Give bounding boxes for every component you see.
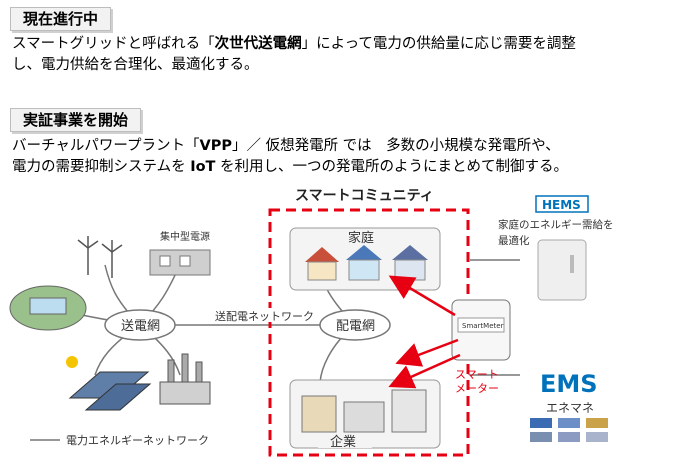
ems-logo: EMS	[540, 370, 598, 398]
legend-label: 電力エネルギーネットワーク	[66, 434, 209, 447]
hems-badge-label: HEMS	[542, 198, 581, 212]
control-arrows	[388, 275, 461, 389]
smart-community-label: スマートコミュニティ	[295, 188, 434, 204]
hems-desc-line2: 最適化	[498, 234, 530, 247]
enterprise-label: 企業	[330, 434, 356, 450]
paragraph-vpp: バーチャルパワープラント「VPP」／ 仮想発電所 では 多数の小規模な発電所や、…	[12, 138, 569, 175]
ems-badges-icon	[530, 418, 608, 442]
hems-desc-line1: 家庭のエネルギー需給を	[498, 218, 614, 231]
bold-vpp: VPP	[199, 138, 232, 154]
hems-device-icon	[537, 239, 587, 301]
distribution-net-node	[319, 309, 391, 341]
smart-community-diagram: スマートコミュニティ 家庭 企業 送電網 配電網 送配電ネットワーク 集中型電源	[9, 188, 614, 457]
svg-text:SmartMeter: SmartMeter	[462, 322, 504, 330]
hems-badge	[535, 195, 589, 213]
solar-panel-icon	[66, 356, 152, 411]
paragraph-smart-grid: スマートグリッドと呼ばれる「次世代送電網」によって電力の供給量に応じ需要を調整 …	[12, 36, 576, 73]
transmission-net-node	[104, 309, 176, 341]
smart-meter-label-line1: スマート	[455, 368, 499, 381]
factory-icon	[159, 353, 211, 405]
smart-meter-icon: SmartMeter	[451, 299, 511, 361]
dam-icon	[9, 285, 87, 331]
bold-iot: IoT	[190, 159, 216, 175]
building-icon	[301, 389, 427, 433]
bold-next-gen-grid: 次世代送電網	[214, 36, 302, 52]
ems-sub-label: エネマネ	[546, 401, 594, 415]
section-heading-current: 現在進行中	[10, 7, 112, 31]
section-heading-demo: 実証事業を開始	[10, 108, 142, 132]
power-plant-icon	[149, 249, 211, 276]
transmission-net-label: 送電網	[121, 319, 160, 334]
distribution-link-label: 送配電ネットワーク	[215, 309, 314, 323]
house-icon	[305, 245, 428, 281]
wind-turbine-icon	[77, 236, 123, 278]
central-power-label: 集中型電源	[160, 230, 210, 243]
distribution-net-label: 配電網	[336, 319, 375, 334]
smart-meter-label-line2: メーター	[455, 382, 499, 395]
home-label: 家庭	[348, 230, 374, 246]
